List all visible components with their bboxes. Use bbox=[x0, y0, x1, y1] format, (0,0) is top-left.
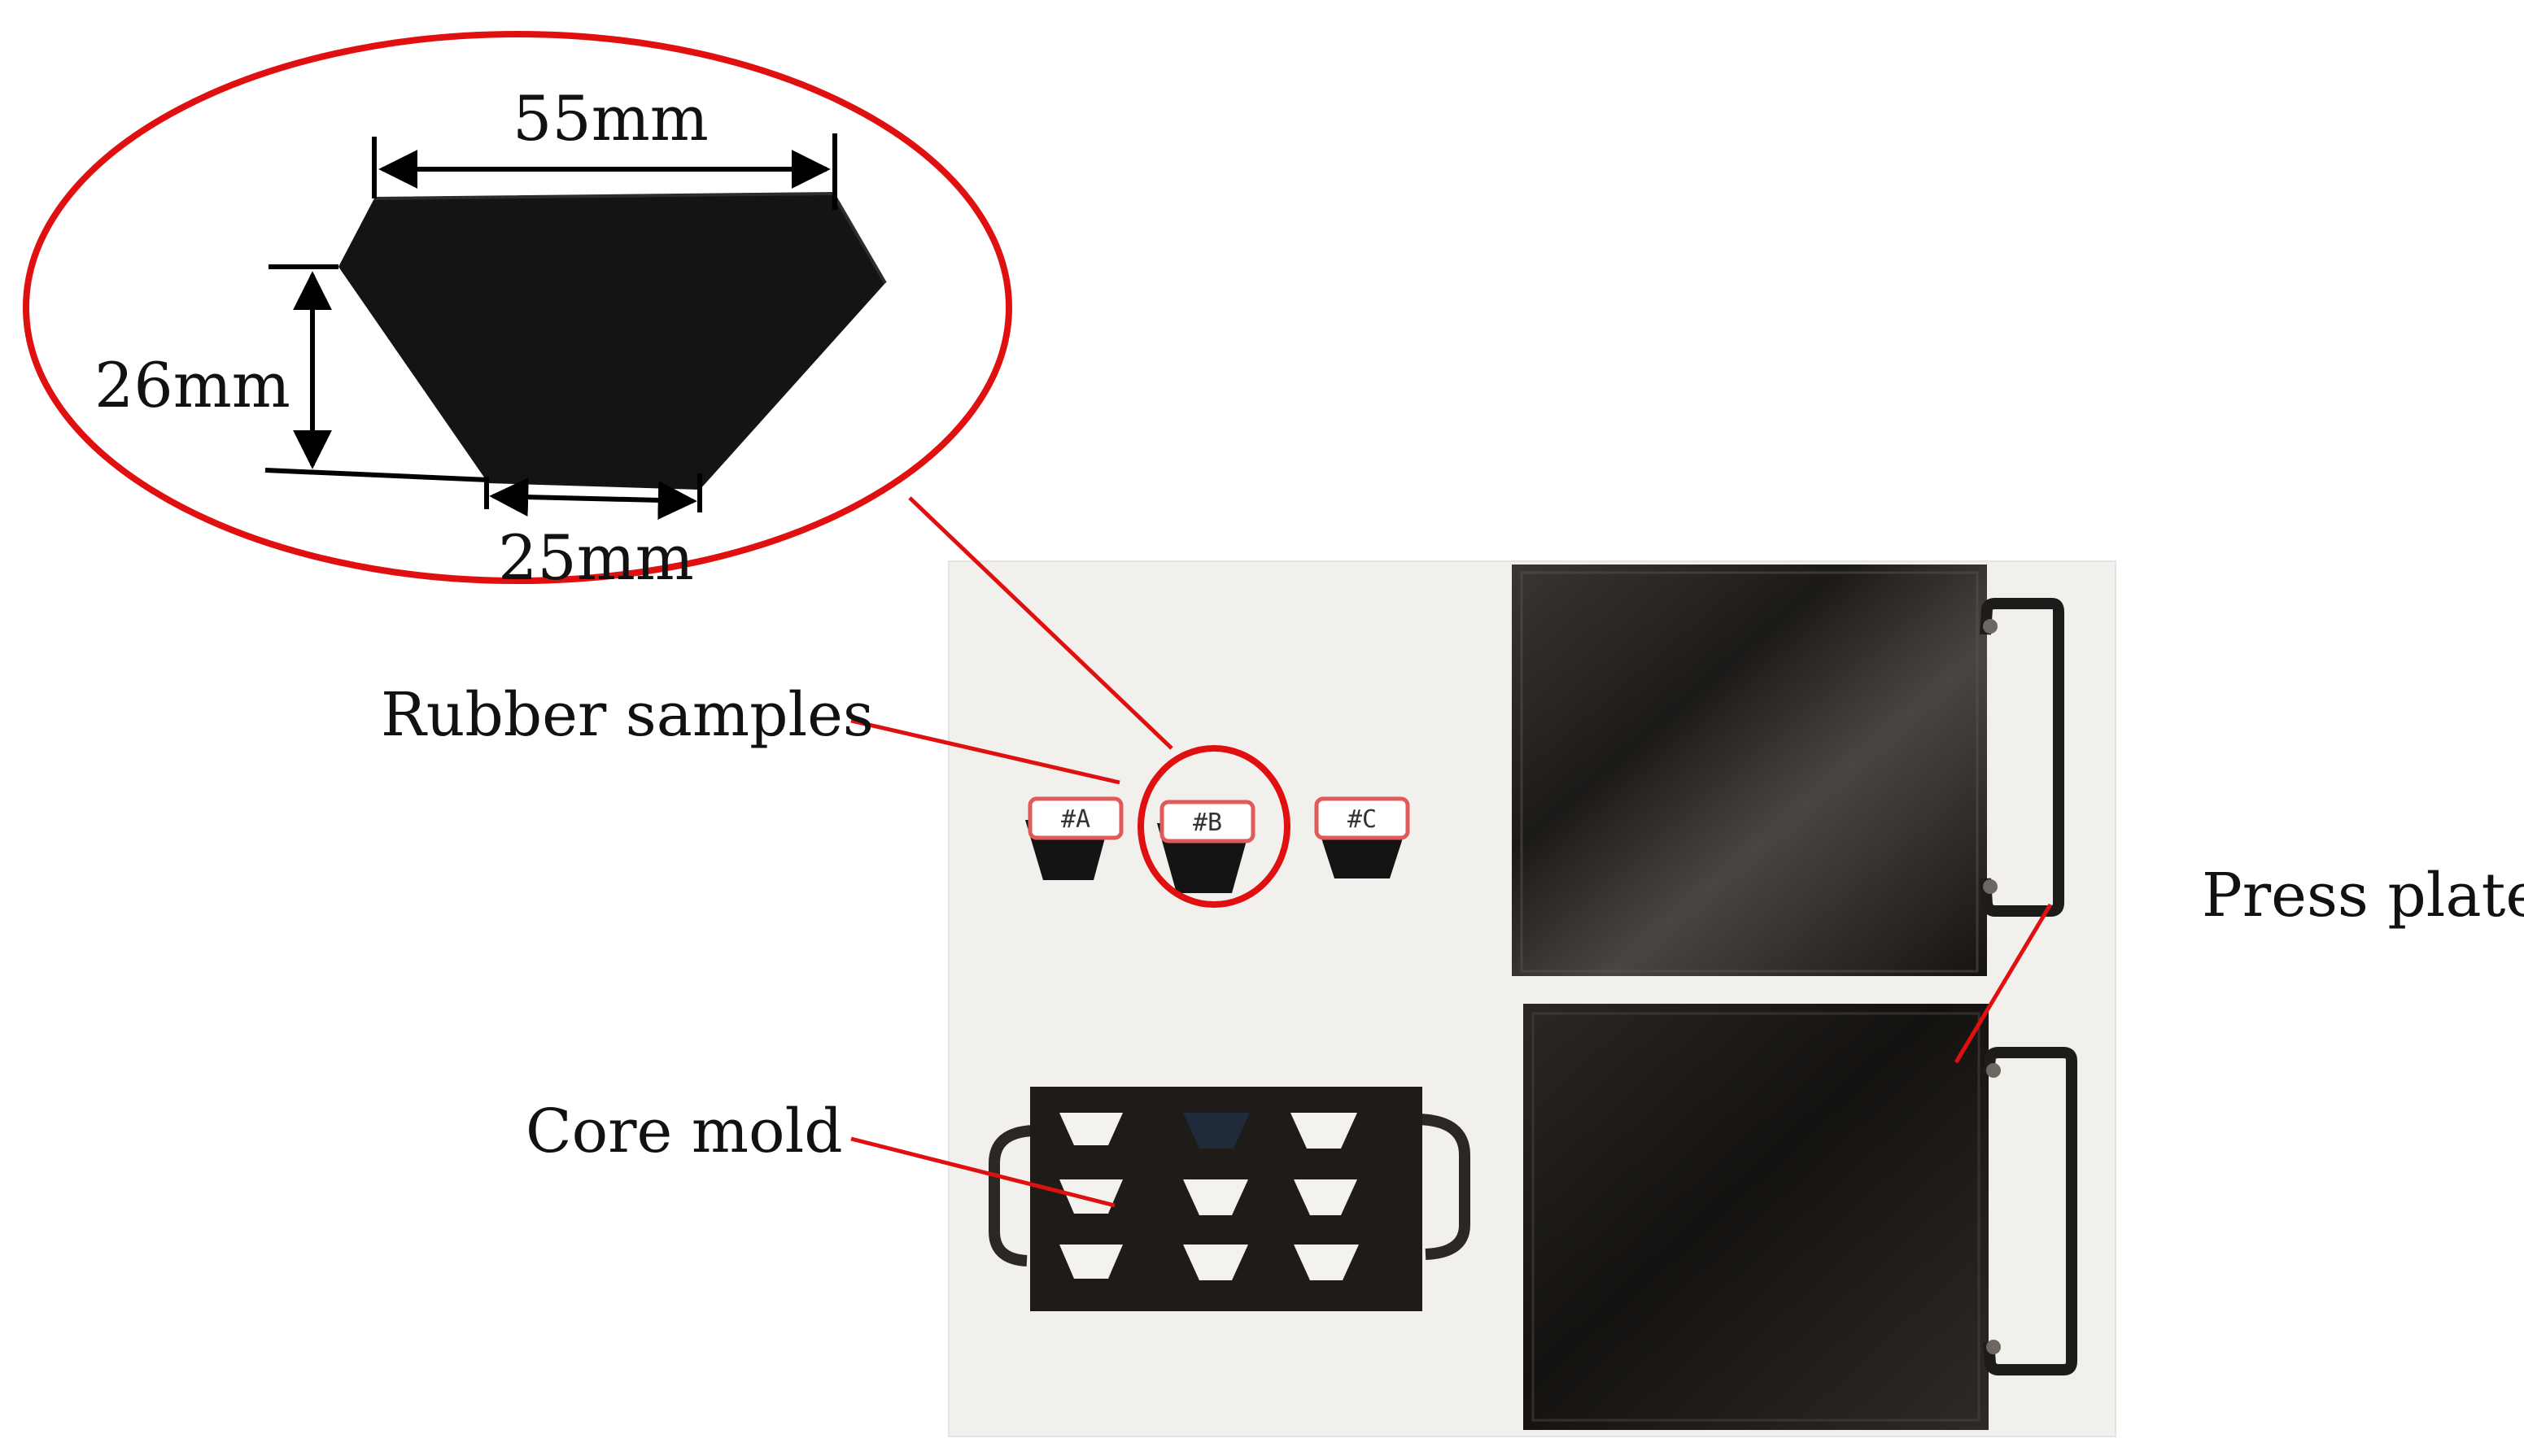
enlarged-rubber-sample bbox=[338, 194, 885, 490]
press-plate-top bbox=[1512, 565, 2064, 976]
label-rubber-samples: Rubber samples bbox=[381, 680, 874, 750]
dimension-height bbox=[264, 264, 489, 482]
sample-tag-a: #A bbox=[1061, 805, 1090, 834]
leader-rubber-samples bbox=[850, 718, 1120, 785]
highlight-circle-sample-b bbox=[1138, 745, 1290, 908]
label-bottom-width: 25mm bbox=[498, 521, 694, 594]
dimension-bottom-width bbox=[484, 473, 702, 520]
rubber-sample-a: #A bbox=[1025, 796, 1124, 880]
sample-tag-b: #B bbox=[1193, 809, 1222, 837]
rubber-sample-b: #B bbox=[1157, 800, 1255, 893]
press-plate-bottom bbox=[1523, 1004, 2077, 1430]
zoom-connector-line bbox=[908, 496, 1173, 750]
sample-tag-c: #C bbox=[1347, 805, 1377, 834]
label-top-width: 55mm bbox=[513, 82, 709, 155]
label-core-mold: Core mold bbox=[526, 1096, 843, 1166]
label-press-plate: Press plate bbox=[2202, 861, 2524, 931]
leader-press-plate bbox=[1954, 903, 2053, 1064]
leader-core-mold bbox=[850, 1136, 1116, 1208]
label-height: 26mm bbox=[94, 349, 290, 421]
dimension-top-width bbox=[372, 133, 837, 210]
core-mold bbox=[989, 1087, 1470, 1311]
rubber-sample-c: #C bbox=[1314, 796, 1410, 878]
